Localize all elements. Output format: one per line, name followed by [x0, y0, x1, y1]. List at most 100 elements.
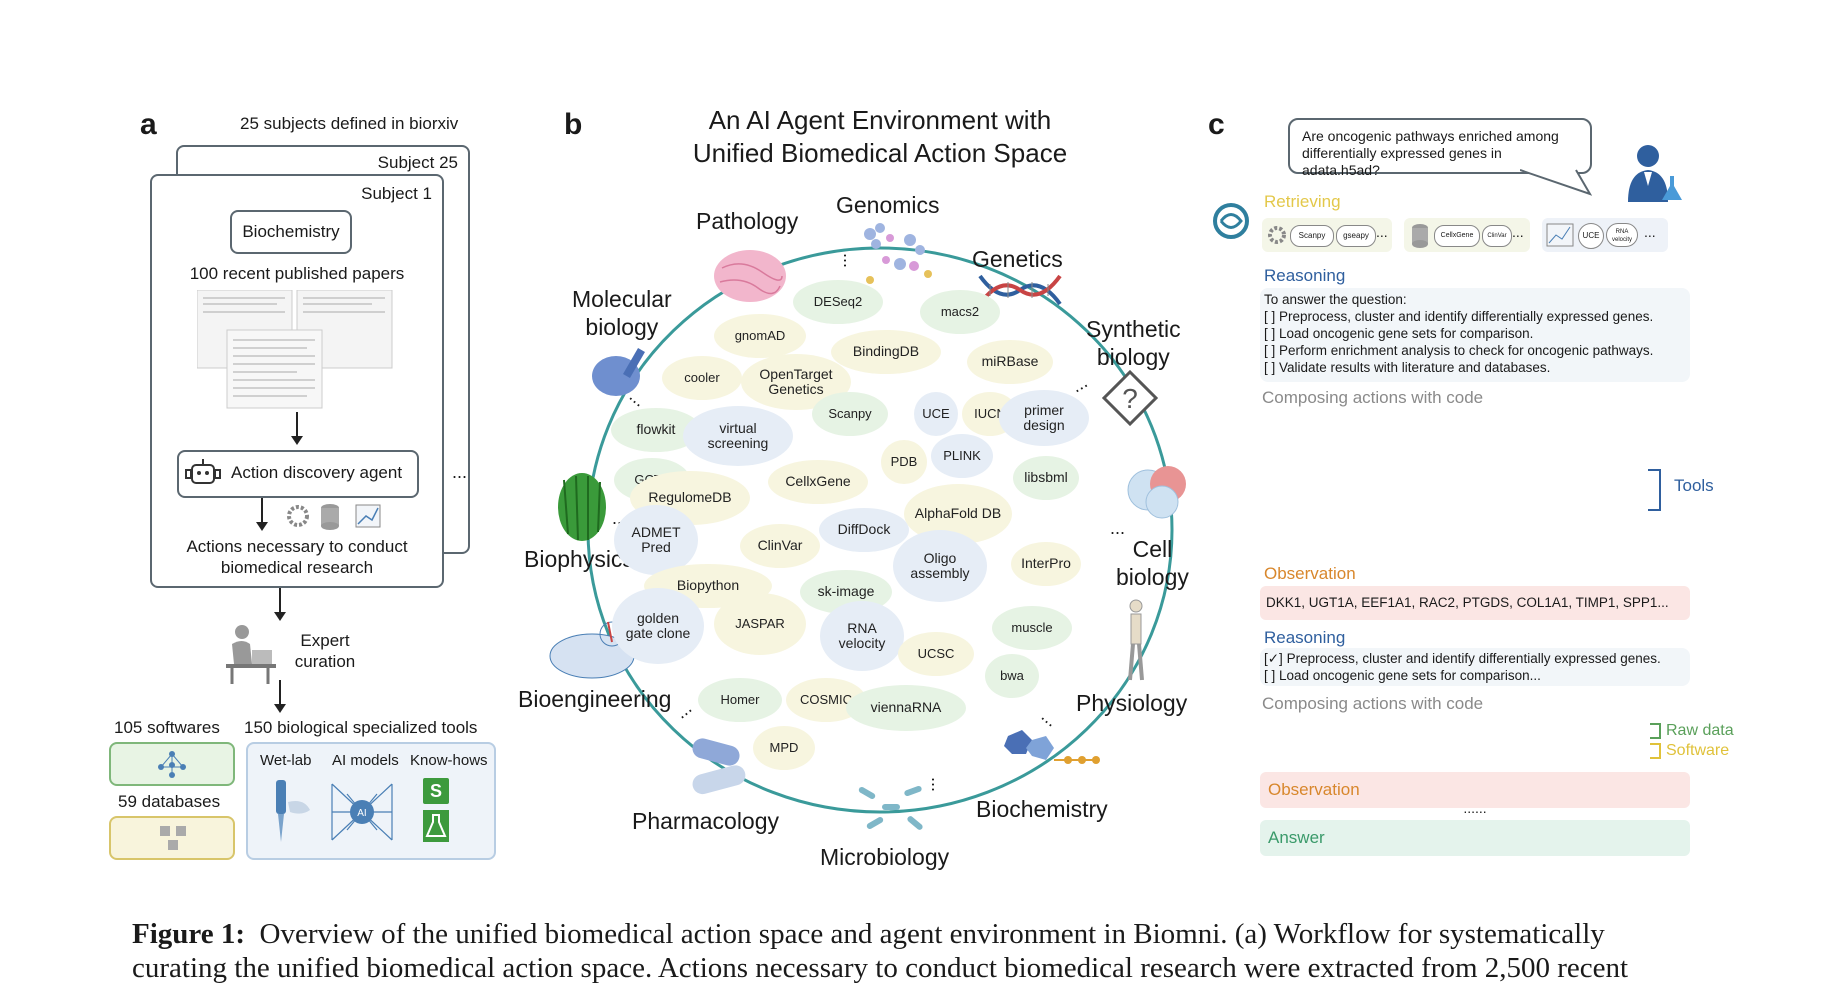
actions-label-line2: biomedical research [220, 558, 374, 577]
protein-structure-icon [592, 348, 645, 396]
pipette-icon [276, 780, 310, 842]
domain-pathology: Pathology [696, 208, 799, 234]
domain-synthetic-biology: Synthetic biology [1086, 316, 1181, 371]
reasoning-label: Reasoning [1264, 628, 1346, 647]
tool-bubble: BindingDB [831, 330, 941, 374]
plan-step: [ ] Validate results with literature and… [1264, 360, 1551, 375]
domain-genetics: Genetics [972, 246, 1063, 272]
domain-genomics: Genomics [836, 192, 940, 218]
flask-icon [423, 810, 449, 842]
papers-thumbnail [197, 290, 393, 409]
databases-label: 59 databases [118, 792, 221, 811]
domain-pharmacology: Pharmacology [632, 808, 780, 834]
robot-icon [185, 459, 221, 484]
composing-label: Composing actions with code [1262, 694, 1484, 713]
observation-genes-box: DKK1, UGT1A, EEF1A1, RAC2, PTGDS, COL1A1… [1260, 586, 1690, 620]
tool-bubble: viennaRNA [846, 685, 966, 731]
tool-bubble: PDB [881, 440, 927, 484]
expert-label-line1: Expert [300, 631, 350, 650]
tool-bubble: macs2 [920, 290, 1000, 334]
ring-ellipsis: ... [840, 252, 861, 269]
tool-bubble: CellxGene [768, 460, 868, 504]
raw-data-label: Raw data [1666, 722, 1734, 739]
molecule-icon [1004, 730, 1100, 764]
observation-genes: DKK1, UGT1A, EEF1A1, RAC2, PTGDS, COL1A1… [1266, 595, 1669, 610]
domain-cell-line2: biology [1116, 563, 1189, 590]
chip-ellipsis: ... [1376, 224, 1388, 240]
tools-title: 150 biological specialized tools [244, 718, 478, 737]
action-icons [287, 504, 381, 530]
figure-label: Figure 1: [132, 918, 246, 950]
answer-box: Answer [1260, 820, 1690, 856]
bracket-legend-icon [1650, 723, 1661, 759]
pills-icon [692, 738, 746, 795]
panel-b-title: An AI Agent Environment with Unified Bio… [640, 104, 1120, 170]
pathology-tissue-icon [714, 250, 786, 302]
tool-bubble: golden gate clone [612, 588, 704, 664]
question-text: Are oncogenic pathways enriched among di… [1302, 128, 1559, 178]
subject-name-box: Biochemistry [230, 210, 352, 254]
reasoning-plan-box: To answer the question: [ ] Preprocess, … [1260, 288, 1690, 382]
databases-box [109, 816, 235, 860]
tool-bubble: JASPAR [714, 593, 806, 655]
subject-front-label: Subject 1 [361, 184, 432, 203]
network-icon [158, 751, 186, 778]
panel-b-title-line2: Unified Biomedical Action Space [692, 138, 1068, 168]
database-icon [1412, 224, 1428, 248]
plan-step-done: [✓] Preprocess, cluster and identify dif… [1264, 651, 1661, 666]
domain-synthetic-line2: biology [1096, 343, 1170, 370]
tool-bubble: libsbml [1013, 456, 1079, 500]
composing-label: Composing actions with code [1262, 388, 1484, 407]
database-icon [160, 826, 186, 850]
chart-thumbnail-icon [1546, 223, 1574, 247]
retrieving-chip-group-software: Scanpy gseapy ... [1262, 218, 1392, 252]
observation-box: Observation [1260, 772, 1690, 808]
ai-models-label: AI models [332, 752, 399, 769]
s-badge: S [423, 778, 449, 804]
stack-ellipsis: ... [452, 462, 468, 482]
expert-curation-icon [226, 625, 276, 684]
panel-b-title-line1: An AI Agent Environment with [708, 105, 1052, 135]
agent-label: Action discovery agent [231, 463, 403, 482]
chip-ellipsis: ... [1644, 224, 1656, 240]
subjects-header: 25 subjects defined in biorxiv [240, 114, 459, 133]
panel-b-letter: b [564, 108, 583, 141]
svg-text:?: ? [1122, 383, 1138, 414]
dna-icon [978, 274, 1062, 306]
answer-label: Answer [1268, 828, 1325, 847]
softwares-label: 105 softwares [114, 718, 220, 737]
panel-a-letter: a [140, 108, 157, 141]
ring-ellipsis: ... [1110, 518, 1126, 538]
tool-bubble: muscle [992, 606, 1072, 650]
panel-c-letter: c [1208, 108, 1225, 141]
tool-bubble: gnomAD [714, 314, 806, 358]
bracket-icon [1648, 469, 1661, 511]
tool-bubble: DiffDock [819, 508, 909, 552]
tool-bubble: Homer [698, 678, 782, 722]
tool-bubble: Scanpy [812, 392, 888, 436]
domain-bioengineering: Bioengineering [518, 686, 672, 712]
retrieving-chip-group-models: UCE RNA velocity ... [1542, 218, 1668, 252]
domain-physiology: Physiology [1076, 690, 1188, 716]
question-diamond-icon: ? [1102, 370, 1158, 426]
wetlab-label: Wet-lab [260, 752, 312, 769]
chip-scanpy: Scanpy [1290, 225, 1334, 247]
caption-text-line1: Overview of the unified biomedical actio… [259, 918, 1605, 950]
tool-bubble: miRBase [967, 340, 1053, 384]
expert-curation-label: Expert curation [280, 630, 370, 672]
figure-caption-line1: Figure 1: Overview of the unified biomed… [132, 918, 1605, 951]
chip-rna-velocity: RNA velocity [1606, 223, 1638, 247]
tool-bubble: DESeq2 [793, 280, 883, 324]
observation-label: Observation [1264, 564, 1356, 583]
chip-gseapy: gseapy [1336, 225, 1376, 247]
knowhows-label: Know-hows [410, 752, 488, 769]
tools-box: Wet-lab AI models Know-hows AI S [246, 742, 496, 860]
ai-chip-text: AI [357, 808, 366, 819]
arrow-down-icon [274, 680, 286, 713]
actions-label: Actions necessary to conduct biomedical … [152, 536, 442, 578]
tool-bubble: cooler [662, 356, 742, 400]
chip-clinvar: ClinVar [1482, 225, 1512, 247]
chip-cellxgene: CellxGene [1434, 225, 1480, 247]
retrieving-label: Retrieving [1264, 192, 1341, 211]
domain-molecular-biology: Molecular biology [572, 286, 672, 341]
